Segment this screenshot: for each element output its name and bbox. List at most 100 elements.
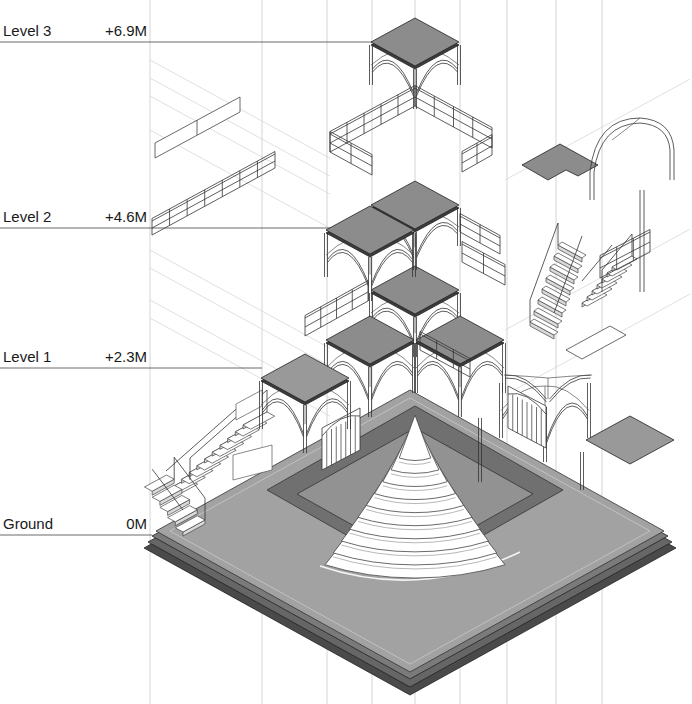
column [590,172,591,200]
handrail [166,403,243,471]
rail-base [152,168,275,235]
column [417,343,418,393]
rail-post [330,132,331,153]
ground-level-structure [233,383,591,490]
rail-top [305,283,368,318]
vault-rib [548,375,592,378]
rail-bar [462,253,505,276]
level-name: Level 3 [3,22,51,40]
rail-top [152,152,275,219]
arch [373,63,414,96]
projection-line [505,79,690,180]
left-stairs [145,390,275,536]
rail-top [600,230,650,256]
elevation-value: +4.6M [105,208,147,226]
handrail [554,236,582,313]
rail-post [462,242,463,263]
column [413,232,414,270]
rail-post [330,132,331,153]
vault-rib [548,378,549,399]
rail-top [600,232,650,258]
column [594,172,595,200]
step-riser [342,545,489,556]
rail-post [492,135,493,156]
column [413,317,414,357]
column [413,69,414,109]
rail-post [632,234,633,256]
rail-post [453,350,454,369]
projection-line [150,78,330,176]
rail-post [381,104,382,125]
arch [550,378,591,402]
column [303,405,304,453]
gate-bar [355,417,356,453]
rail-bar [330,97,415,143]
column [371,257,372,301]
column [368,367,369,417]
column [640,190,641,292]
gate-bar [541,410,542,446]
column [593,375,594,376]
level-name: Level 2 [3,208,51,226]
rail-post [275,152,276,169]
arch [462,364,503,400]
rail-post [336,298,337,319]
elevation-value: +2.3M [105,348,147,366]
step-riser [366,509,464,516]
arch [328,252,369,286]
rail-post [477,143,478,164]
rail-post [347,122,348,143]
rail-post [205,498,206,520]
gate-bar [522,400,523,436]
projection-line [505,229,690,330]
vault-rib [612,118,640,140]
gate-bar [331,429,332,465]
floor-slab [326,206,414,254]
arch [372,364,413,400]
column [587,383,588,438]
vault-rib [504,375,548,378]
column [499,383,500,438]
wall-panel [155,97,240,158]
projection-line [505,294,690,395]
column [369,45,370,85]
rail-post [222,180,223,197]
rail-base [600,252,650,278]
floor-slab [371,18,459,66]
right-fragments [503,118,675,464]
projection-line [150,268,330,366]
column [580,452,581,490]
arch [590,118,674,172]
rail-bar [305,292,368,327]
column [412,233,413,277]
rail-post [600,256,601,279]
gate-bar [345,422,346,458]
rail-bar [420,342,470,369]
arch [418,364,459,400]
gate-arch [508,393,546,414]
rail-top [420,334,470,361]
vertical-guide [150,0,151,704]
level-name: Level 1 [3,348,51,366]
ground-slab [144,390,676,695]
rail-post [398,95,399,116]
column [481,418,482,482]
rail-post [239,171,240,188]
rail-top [330,88,415,134]
column [644,190,645,292]
column [350,381,351,429]
rail-post [462,152,463,173]
rail-post [267,390,268,412]
column [502,343,503,393]
gate-bar [536,407,537,443]
rail-post [320,307,321,328]
column [670,150,671,180]
rail-post [364,113,365,134]
wall-panel [233,445,272,480]
rail-post [558,223,559,245]
rail-post [174,457,175,479]
rail-post [633,238,634,260]
arch [594,123,670,172]
